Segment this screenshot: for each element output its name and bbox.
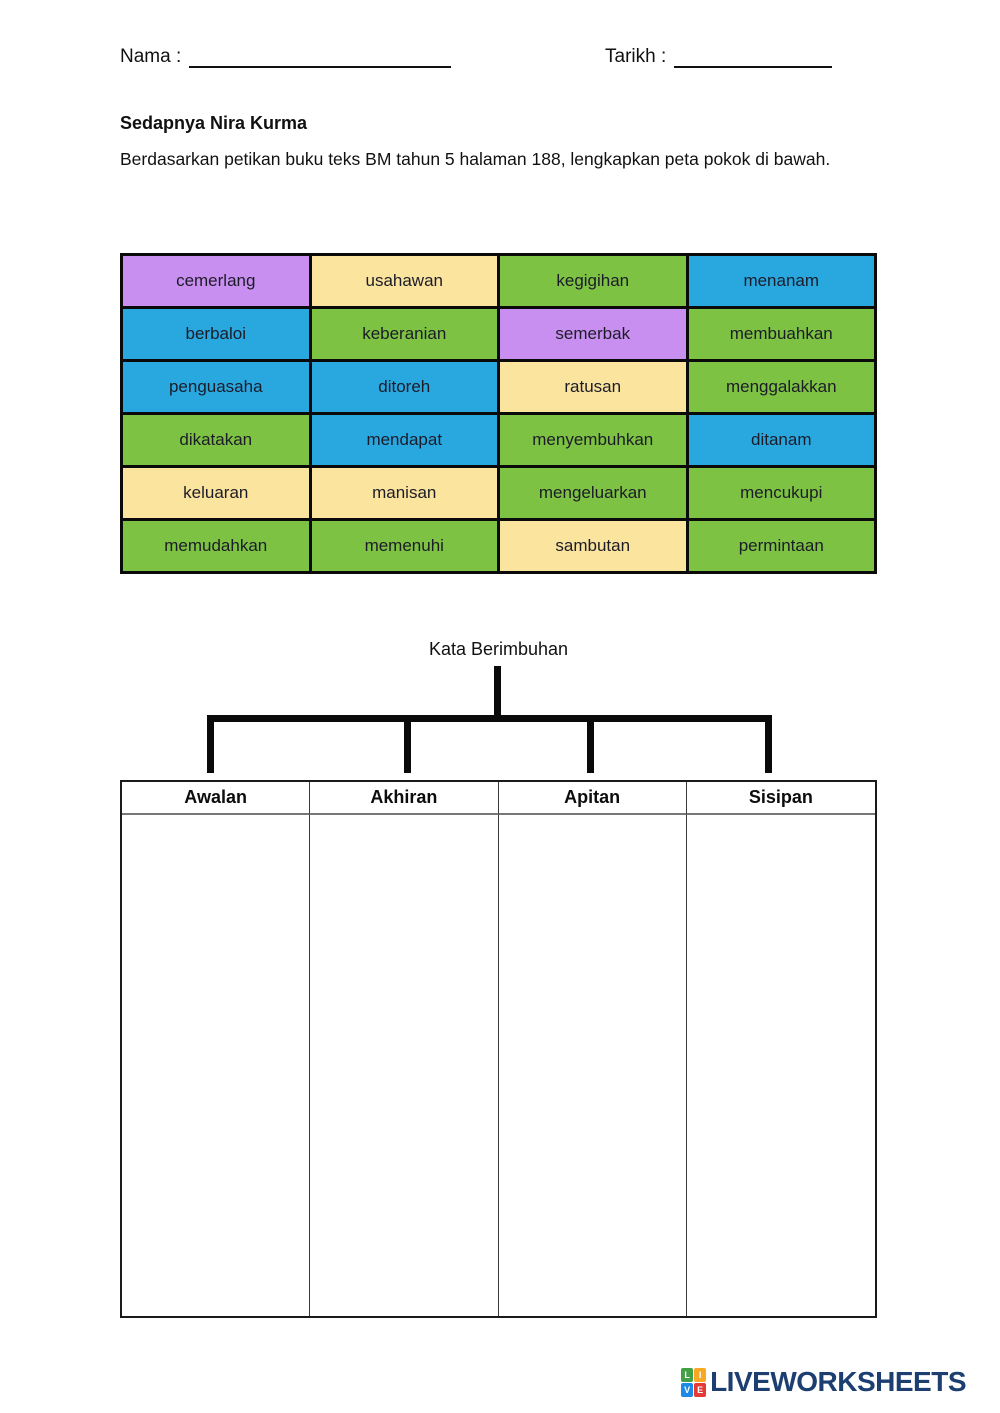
word-cell: keberanian — [311, 309, 497, 359]
tree-horizontal-line — [207, 715, 772, 722]
liveworksheets-logo[interactable]: L I V E LIVEWORKSHEETS — [681, 1366, 966, 1398]
tree-connector-lines — [120, 666, 877, 780]
tree-branch-line — [587, 715, 594, 773]
name-field: Nama : — [120, 44, 452, 68]
word-cell: memudahkan — [123, 521, 309, 571]
word-cell: dikatakan — [123, 415, 309, 465]
word-cell: semerbak — [500, 309, 686, 359]
liveworksheets-tiles-icon: L I V E — [681, 1367, 707, 1397]
date-blank-line[interactable] — [674, 44, 833, 68]
logo-tile-v: V — [681, 1382, 694, 1397]
answer-cell-awalan[interactable] — [122, 815, 311, 1316]
word-cell: ratusan — [500, 362, 686, 412]
word-cell: mencukupi — [688, 468, 874, 518]
word-cell: ditanam — [688, 415, 874, 465]
word-cell: memenuhi — [311, 521, 497, 571]
word-cell: penguasaha — [123, 362, 309, 412]
logo-tile-i: I — [694, 1367, 707, 1382]
column-header-apitan: Apitan — [498, 782, 687, 815]
tree-branch-line — [765, 715, 772, 773]
word-cell: menyembuhkan — [500, 415, 686, 465]
word-cell: mengeluarkan — [500, 468, 686, 518]
word-cell: manisan — [311, 468, 497, 518]
column-header-sisipan: Sisipan — [686, 782, 875, 815]
word-cell: cemerlang — [123, 256, 309, 306]
word-bank-grid: cemerlang usahawan kegigihan menanam ber… — [120, 253, 877, 574]
tree-stem-line — [494, 666, 501, 722]
word-cell: permintaan — [688, 521, 874, 571]
tree-branch-line — [207, 715, 214, 773]
word-cell: berbaloi — [123, 309, 309, 359]
word-cell: menanam — [688, 256, 874, 306]
word-cell: keluaran — [123, 468, 309, 518]
logo-tile-l: L — [681, 1367, 694, 1382]
answer-table: Awalan Akhiran Apitan Sisipan — [120, 780, 877, 1318]
word-cell: membuahkan — [688, 309, 874, 359]
name-blank-line[interactable] — [189, 44, 452, 68]
worksheet-title: Sedapnya Nira Kurma — [120, 113, 308, 133]
word-cell: mendapat — [311, 415, 497, 465]
tree-branch-line — [404, 715, 411, 773]
date-field: Tarikh : — [605, 44, 833, 68]
worksheet-instructions: Berdasarkan petikan buku teks BM tahun 5… — [120, 149, 831, 169]
answer-cell-sisipan[interactable] — [687, 815, 875, 1316]
date-label: Tarikh : — [605, 46, 667, 67]
name-label: Nama : — [120, 46, 182, 67]
logo-tile-e: E — [694, 1382, 707, 1397]
column-header-awalan: Awalan — [122, 782, 311, 815]
word-cell: usahawan — [311, 256, 497, 306]
word-cell: sambutan — [500, 521, 686, 571]
word-cell: ditoreh — [311, 362, 497, 412]
tree-root-label: Kata Berimbuhan — [428, 639, 569, 659]
answer-cell-akhiran[interactable] — [310, 815, 499, 1316]
liveworksheets-wordmark: LIVEWORKSHEETS — [710, 1366, 966, 1397]
answer-cell-apitan[interactable] — [499, 815, 687, 1316]
word-cell: menggalakkan — [688, 362, 874, 412]
word-cell: kegigihan — [500, 256, 686, 306]
column-header-akhiran: Akhiran — [310, 782, 499, 815]
